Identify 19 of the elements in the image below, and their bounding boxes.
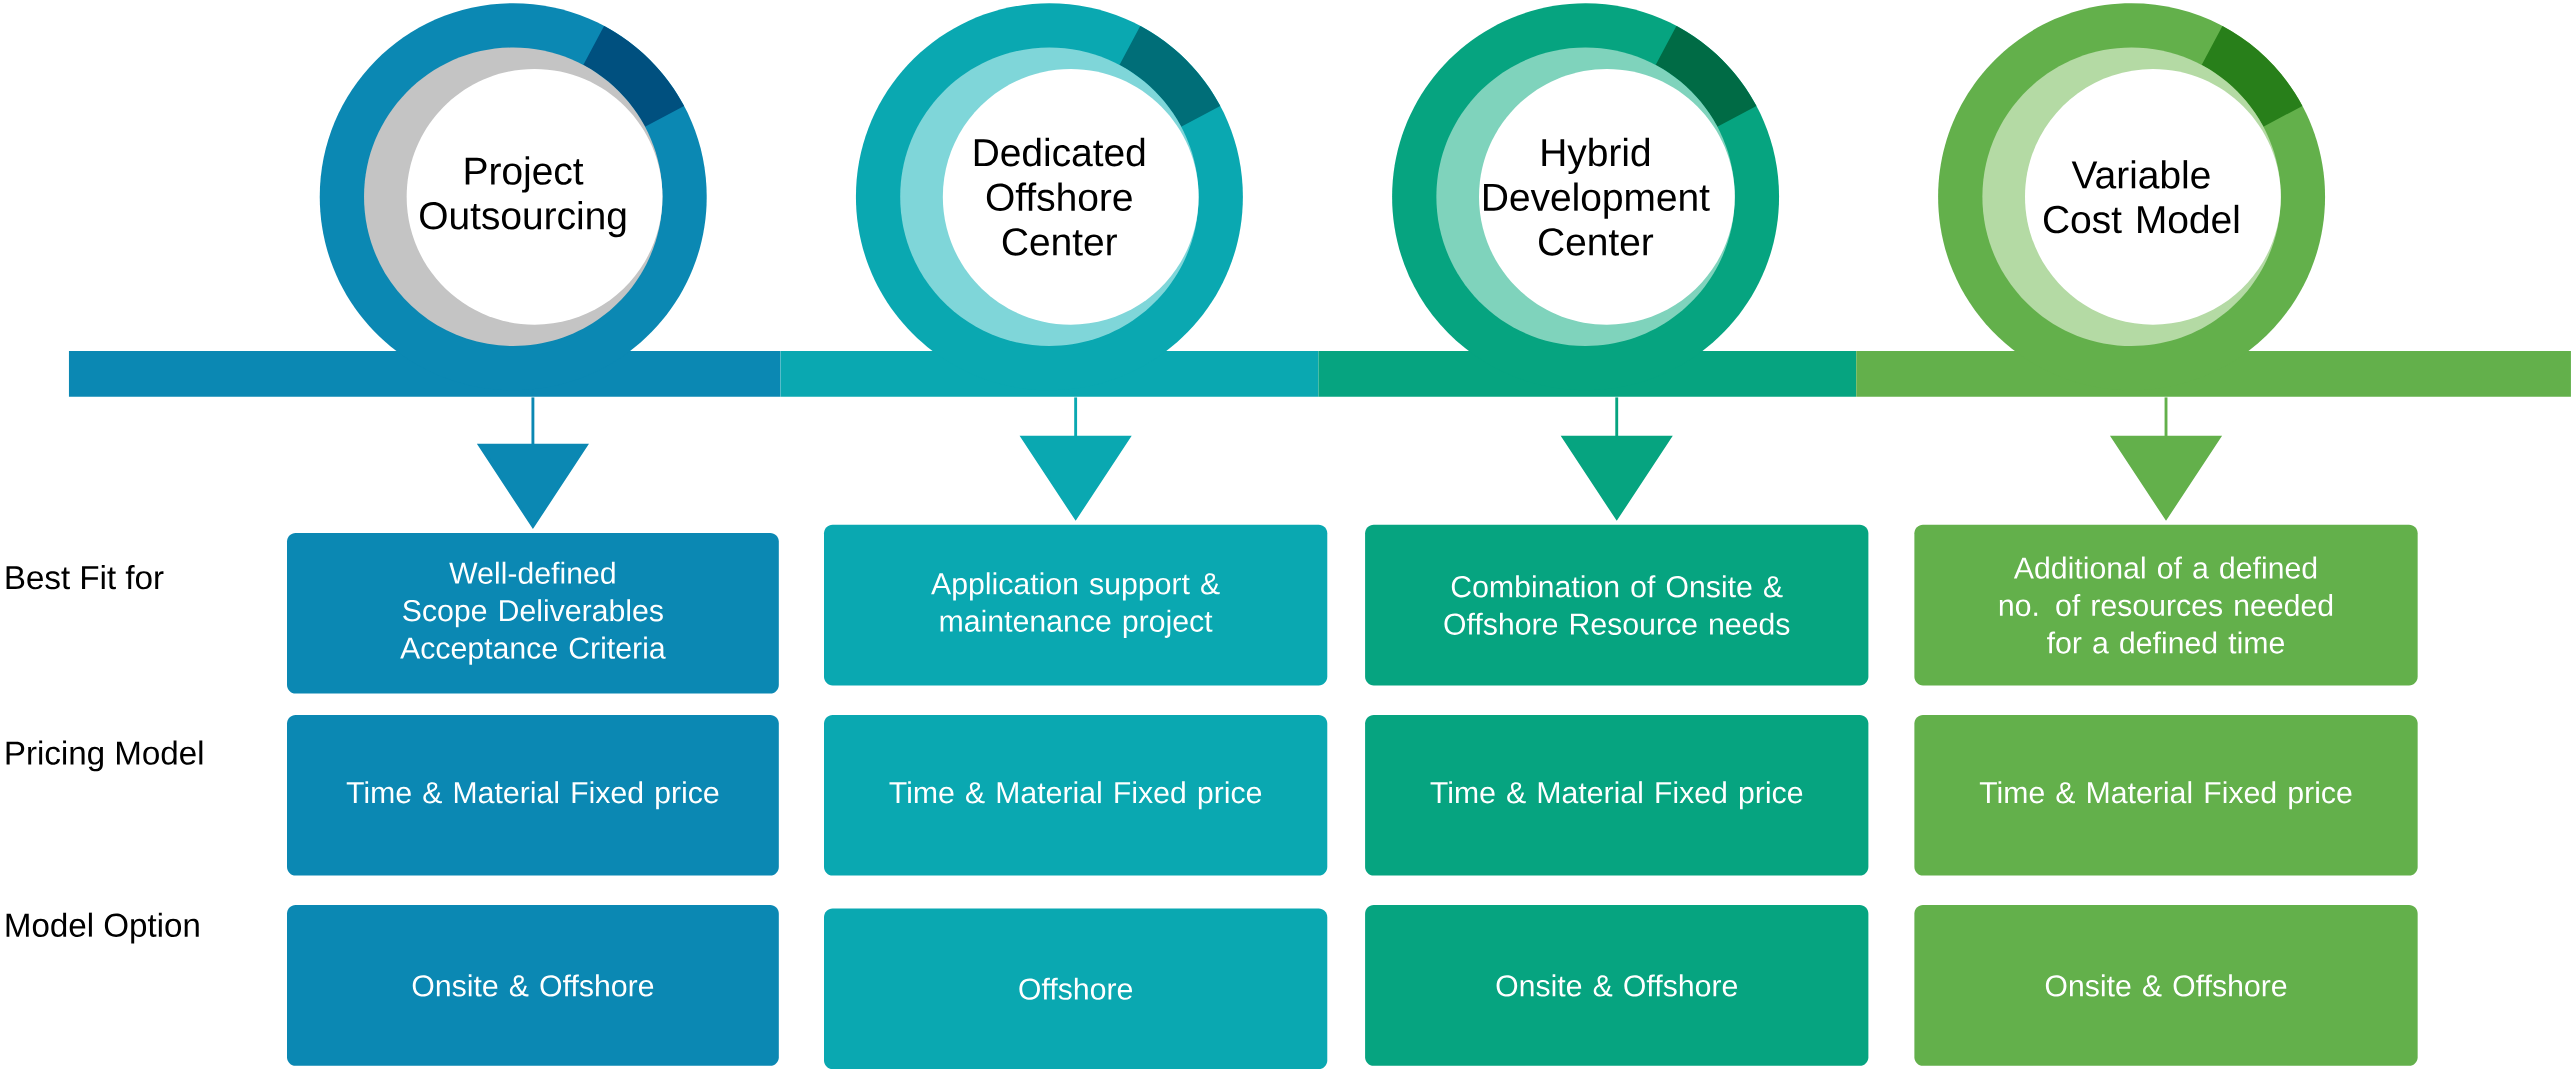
info-box: Time & Material Fixed price	[287, 714, 779, 876]
row-label: Pricing Model	[6, 740, 203, 772]
info-box: Time & Material Fixed price	[1365, 714, 1869, 876]
node-label: Dedicated Offshore Center	[974, 137, 1145, 256]
info-box: Onsite & Offshore	[287, 904, 779, 1066]
row-label: Model Option	[6, 912, 199, 944]
node-label: Project Outsourcing	[420, 156, 626, 238]
node-label: Hybrid Development Center	[1484, 137, 1710, 256]
info-box: Well-defined Scope Deliverables Acceptance Criteria	[287, 532, 779, 694]
info-box: Time & Material Fixed price	[824, 714, 1328, 876]
info-box: Offshore	[824, 908, 1328, 1069]
info-box: Combination of Onsite & Offshore Resource needs	[1365, 524, 1869, 686]
info-box: Application support & maintenance project	[824, 524, 1328, 686]
info-box: Onsite & Offshore	[1365, 904, 1869, 1066]
row-label: Best Fit for	[6, 564, 164, 590]
info-box: Time & Material Fixed price	[1914, 714, 2418, 876]
node-label: Variable Cost Model	[2043, 159, 2239, 234]
info-box: Additional of a defined no. of resources needed for a defined time	[1914, 524, 2418, 686]
info-box: Onsite & Offshore	[1914, 904, 2418, 1066]
